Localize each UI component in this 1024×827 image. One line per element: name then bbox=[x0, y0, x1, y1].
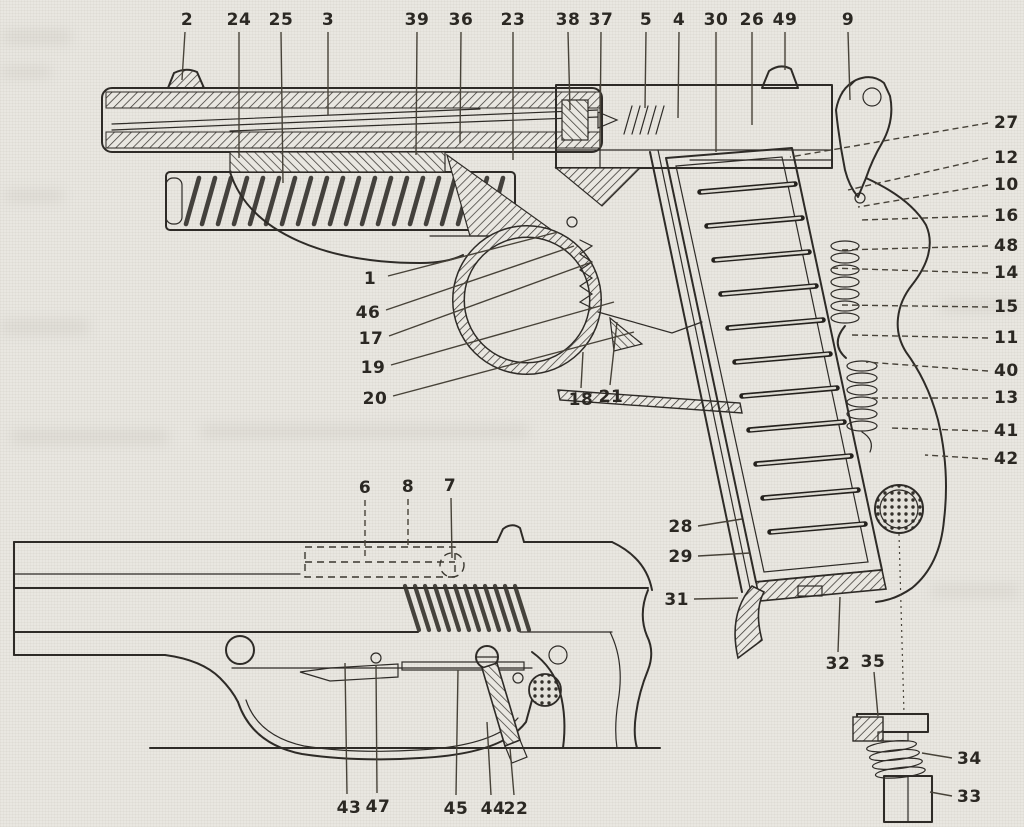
callout-43: 43 bbox=[337, 798, 362, 818]
callout-13: 13 bbox=[994, 388, 1019, 408]
callout-32: 32 bbox=[826, 654, 851, 674]
barrel bbox=[101, 87, 603, 153]
firing-pin-spring bbox=[623, 105, 665, 135]
front-sight bbox=[166, 68, 206, 89]
lower-grip-medallion bbox=[528, 673, 562, 707]
callout-34: 34 bbox=[957, 749, 982, 769]
callout-29: 29 bbox=[668, 547, 693, 567]
callout-7: 7 bbox=[444, 476, 456, 496]
callout-17: 17 bbox=[359, 329, 384, 349]
magazine-catch bbox=[797, 585, 823, 597]
callout-28: 28 bbox=[668, 517, 693, 537]
slide-stop bbox=[299, 652, 525, 682]
callout-39: 39 bbox=[405, 10, 430, 30]
bleed-through-mark bbox=[4, 190, 64, 202]
callout-38: 38 bbox=[556, 10, 581, 30]
callout-45: 45 bbox=[444, 799, 469, 819]
hammer bbox=[835, 76, 893, 204]
bleed-through-mark bbox=[940, 300, 1020, 312]
frame-under-rail bbox=[557, 389, 743, 414]
firing-pin bbox=[597, 111, 619, 129]
bleed-through-mark bbox=[10, 430, 170, 444]
grip-magazine bbox=[649, 147, 947, 660]
callout-10: 10 bbox=[994, 175, 1019, 195]
callout-12: 12 bbox=[994, 148, 1019, 168]
callout-48: 48 bbox=[994, 236, 1019, 256]
callout-23: 23 bbox=[501, 10, 526, 30]
slide-serrations bbox=[402, 583, 532, 633]
magazine-catch-detail bbox=[852, 533, 933, 823]
pin bbox=[512, 672, 524, 684]
frame bbox=[229, 151, 562, 264]
callout-22: 22 bbox=[504, 799, 529, 819]
callout-21: 21 bbox=[599, 387, 624, 407]
callout-5: 5 bbox=[640, 10, 652, 30]
lower-rear-sight bbox=[496, 524, 525, 543]
callout-30: 30 bbox=[704, 10, 729, 30]
catch-spring bbox=[866, 740, 926, 779]
main-cutaway-view bbox=[101, 65, 947, 660]
callout-3: 3 bbox=[322, 10, 334, 30]
lower-exterior-view bbox=[13, 524, 661, 764]
callout-16: 16 bbox=[994, 206, 1019, 226]
bleed-through-mark bbox=[930, 585, 1020, 597]
rear-sight bbox=[761, 65, 799, 89]
trigger-guard bbox=[452, 225, 602, 375]
callout-9: 9 bbox=[842, 10, 854, 30]
leader-lines bbox=[181, 31, 989, 797]
callout-41: 41 bbox=[994, 421, 1019, 441]
callout-49: 49 bbox=[773, 10, 798, 30]
callout-20: 20 bbox=[363, 389, 388, 409]
mainspring bbox=[830, 240, 878, 453]
bleed-through-mark bbox=[0, 66, 52, 78]
callout-24: 24 bbox=[227, 10, 252, 30]
callout-1: 1 bbox=[364, 269, 376, 289]
callout-35: 35 bbox=[861, 652, 886, 672]
hidden-parts-dashed bbox=[304, 546, 465, 578]
callout-6: 6 bbox=[359, 478, 371, 498]
lower-trigger-guard bbox=[237, 699, 533, 761]
takedown-pin bbox=[225, 635, 255, 665]
bleed-through-mark bbox=[2, 30, 72, 44]
callout-14: 14 bbox=[994, 263, 1019, 283]
callout-27: 27 bbox=[994, 113, 1019, 133]
bleed-through-mark bbox=[0, 320, 90, 334]
bleed-through-mark bbox=[200, 425, 530, 438]
grip-toe bbox=[734, 585, 766, 660]
callout-47: 47 bbox=[366, 797, 391, 817]
grip-medallion bbox=[874, 484, 924, 534]
callout-15: 15 bbox=[994, 297, 1019, 317]
callout-26: 26 bbox=[740, 10, 765, 30]
callout-46: 46 bbox=[356, 303, 381, 323]
callout-42: 42 bbox=[994, 449, 1019, 469]
callout-31: 31 bbox=[664, 590, 689, 610]
callout-36: 36 bbox=[449, 10, 474, 30]
callout-8: 8 bbox=[402, 477, 414, 497]
pin bbox=[548, 645, 568, 665]
callout-19: 19 bbox=[361, 358, 386, 378]
grip-backstrap bbox=[865, 177, 947, 603]
magazine-slots bbox=[697, 181, 868, 535]
callout-18: 18 bbox=[569, 390, 594, 410]
callout-2: 2 bbox=[181, 10, 193, 30]
safety-lever bbox=[481, 661, 528, 764]
callout-33: 33 bbox=[957, 787, 982, 807]
callout-4: 4 bbox=[673, 10, 685, 30]
trigger-spring bbox=[578, 239, 594, 309]
callout-44: 44 bbox=[481, 799, 506, 819]
callout-40: 40 bbox=[994, 361, 1019, 381]
callout-25: 25 bbox=[269, 10, 294, 30]
callout-37: 37 bbox=[589, 10, 614, 30]
callout-11: 11 bbox=[994, 328, 1019, 348]
callout-labels: 2 24 25 3 39 36 23 38 37 5 4 30 26 49 9 … bbox=[181, 10, 1019, 819]
